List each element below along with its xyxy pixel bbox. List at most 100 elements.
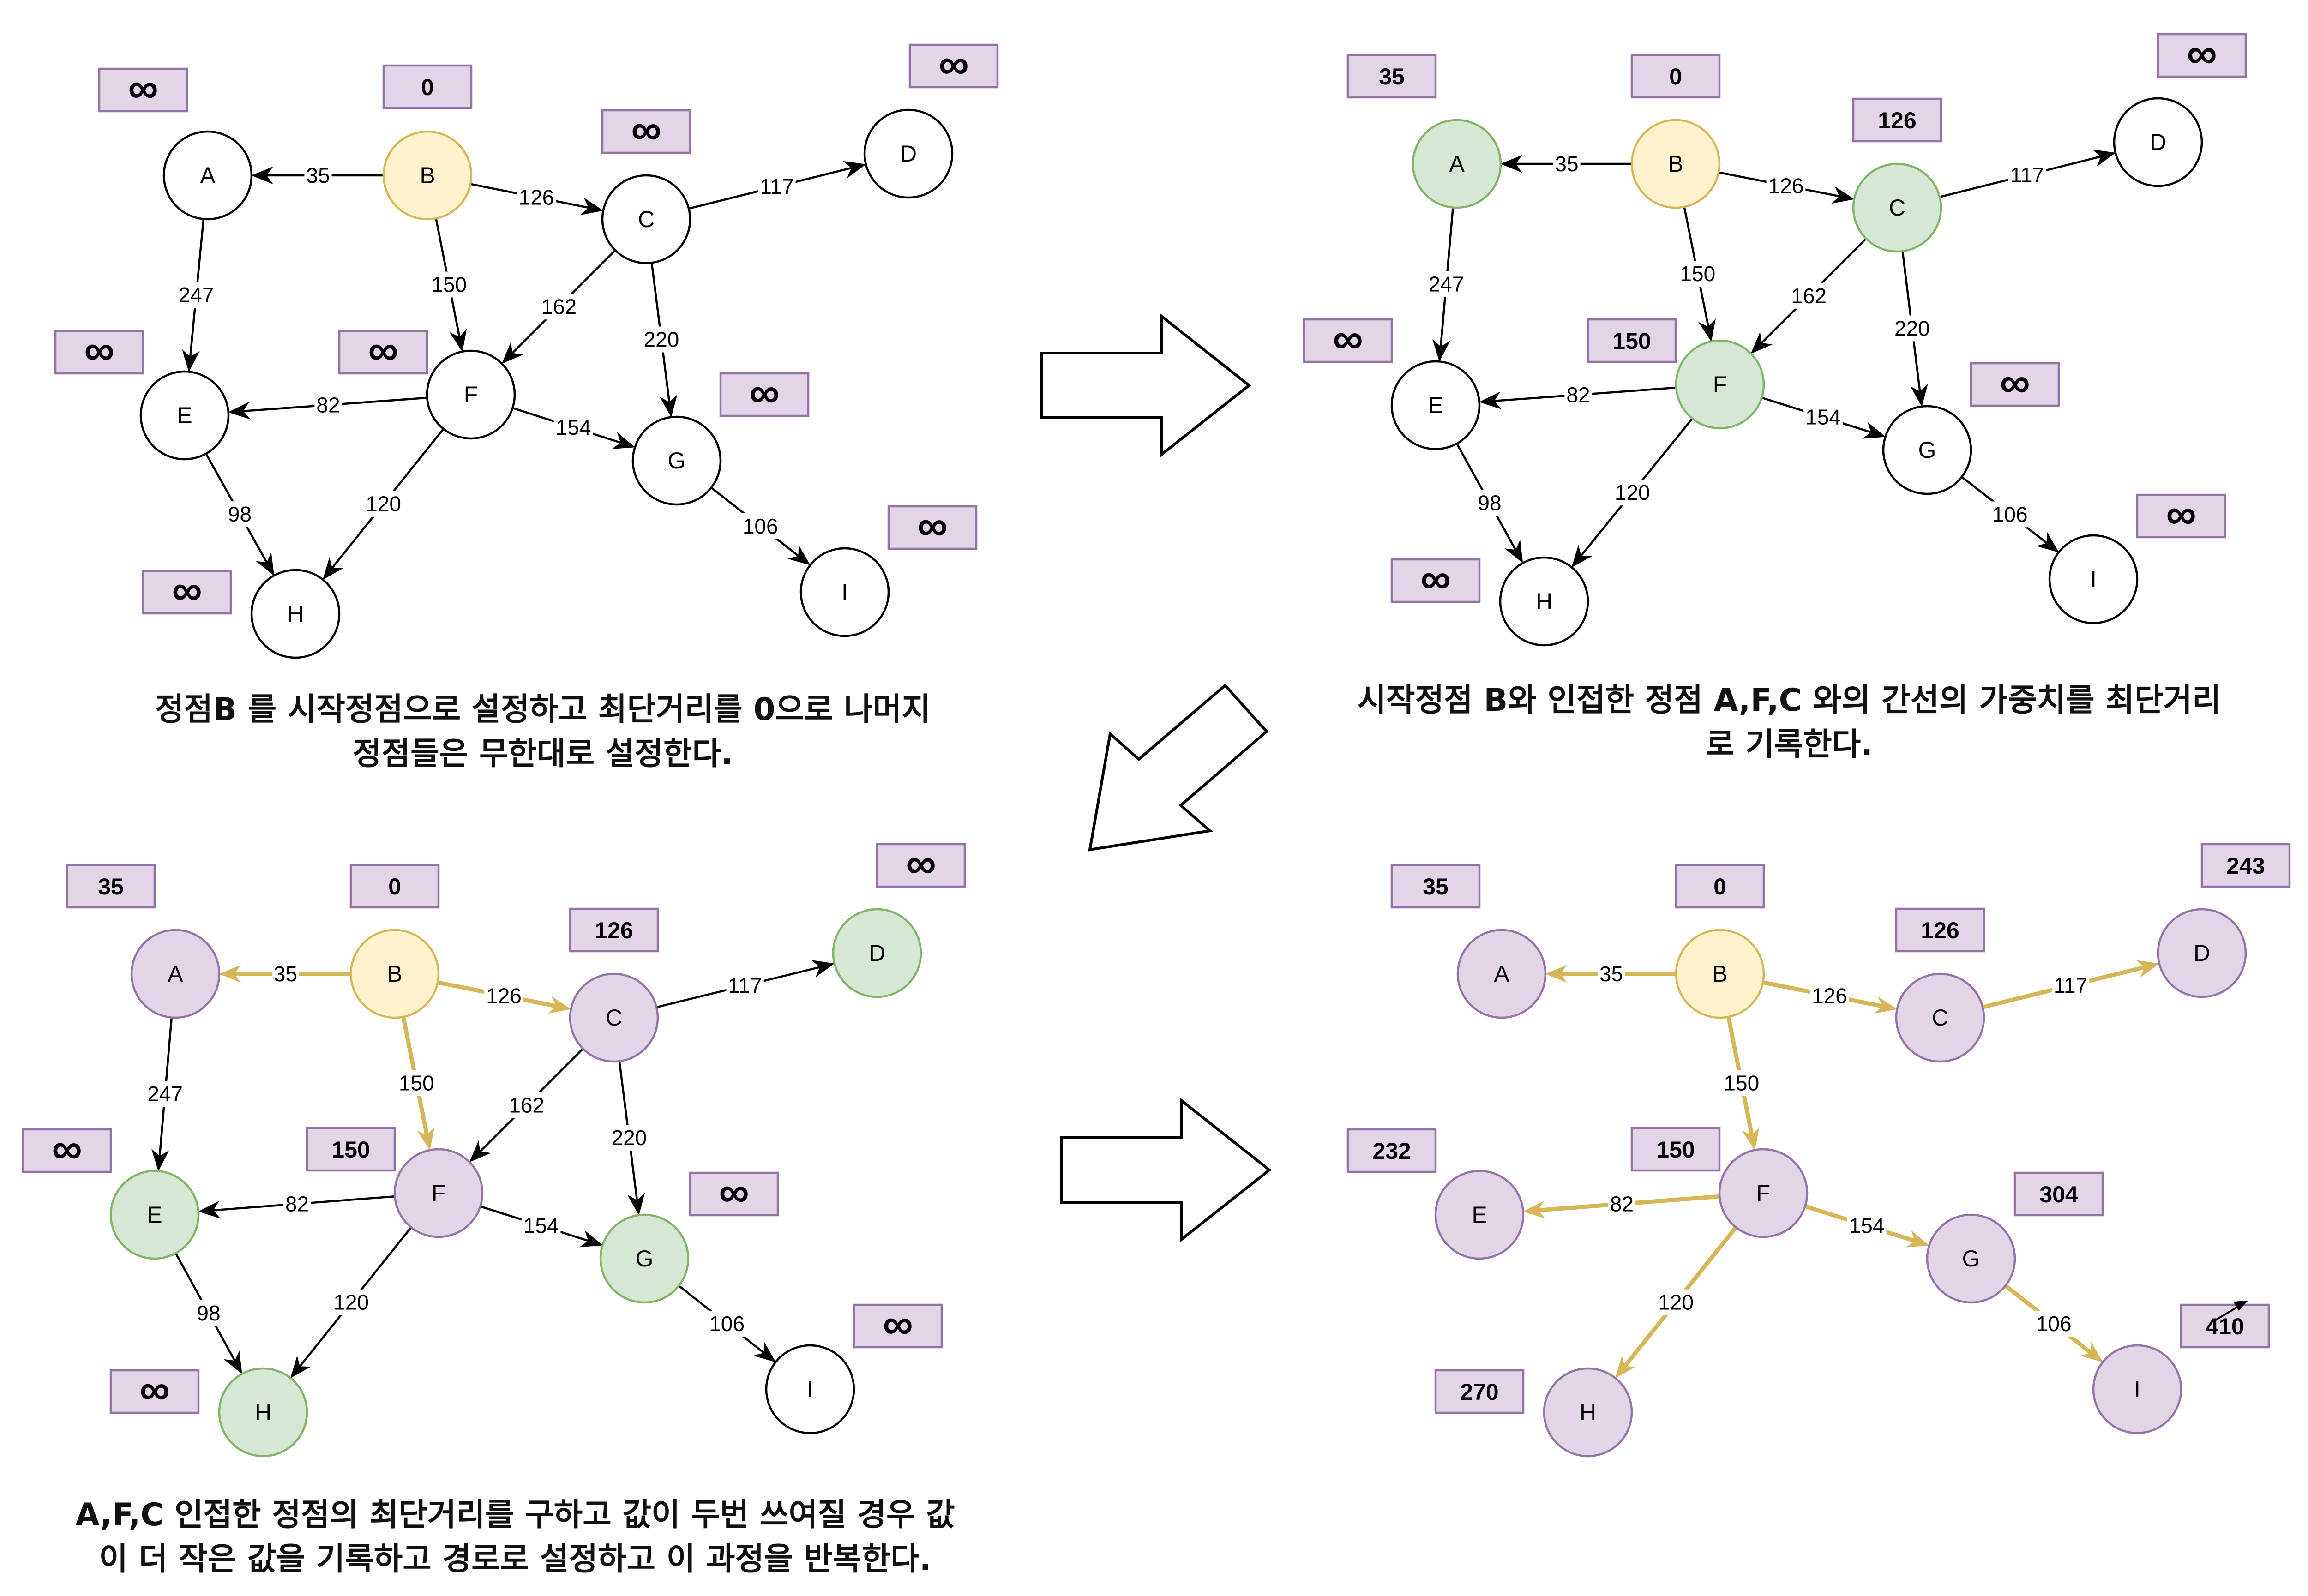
- node-I: I: [2048, 534, 2139, 624]
- edge-B-A: 35: [1500, 151, 1632, 177]
- edge-weight-bg: [521, 1212, 561, 1239]
- edge-weight-bg: [226, 501, 254, 528]
- infinity-value: ∞: [2166, 491, 2196, 538]
- node-D: D: [863, 108, 954, 199]
- edge-A-E: 247: [145, 1017, 185, 1172]
- distance-box-I: ∞: [853, 1301, 943, 1349]
- edge-F-G: 154: [1804, 1204, 1930, 1248]
- caption-panel-2: 시작정점 B와 인접한 정점 A,F,C 와의 간선의 가중치를 최단거리 로 …: [1291, 678, 2288, 767]
- distance-box-D: ∞: [876, 840, 966, 888]
- edge-weight-bg: [1656, 1289, 1695, 1315]
- distance-box-bg: [2136, 493, 2226, 539]
- node-circle: [799, 547, 890, 637]
- node-label: B: [420, 162, 435, 188]
- infinity-value: ∞: [368, 327, 398, 374]
- distance-box-bg: [1346, 54, 1437, 99]
- edge-weight-bg: [484, 983, 523, 1009]
- edge-weight-bg: [271, 961, 300, 987]
- node-label: D: [2150, 129, 2166, 155]
- distance-box-I: 410: [2180, 1303, 2270, 1349]
- arrowhead: [2092, 149, 2116, 167]
- edge-weight-label: 120: [1658, 1290, 1694, 1314]
- edge-weight-label: 150: [1680, 262, 1715, 286]
- edge-weight-bg: [642, 326, 681, 353]
- arrowhead: [753, 1342, 776, 1362]
- infinity-value: ∞: [938, 41, 969, 88]
- edge-weight-label: 154: [1849, 1214, 1885, 1238]
- distance-value: 150: [331, 1137, 370, 1163]
- edge-weight-bg: [1803, 404, 1843, 430]
- node-circle: [218, 1367, 308, 1458]
- infinity-value: ∞: [128, 65, 158, 112]
- edge-weight-label: 106: [1992, 502, 2028, 526]
- edge-weight-bg: [2034, 1310, 2074, 1337]
- edge-G-I: 106: [678, 1285, 776, 1362]
- arrowhead: [251, 166, 273, 185]
- edge-weight-label: 162: [541, 294, 577, 318]
- distance-box-bg: [569, 907, 659, 953]
- node-circle: [1895, 972, 1985, 1063]
- distance-value: 35: [1379, 64, 1405, 90]
- node-label: E: [147, 1202, 162, 1228]
- node-label: D: [869, 940, 885, 966]
- node-H: H: [1543, 1367, 1633, 1458]
- node-label: H: [287, 601, 304, 627]
- distance-value: 35: [98, 874, 124, 900]
- arrowhead: [1831, 186, 1855, 204]
- edge-weight-bg: [1553, 151, 1581, 177]
- caption-line: 로 기록한다.: [1705, 726, 1873, 763]
- caption-line: A,F,C 인접한 정점의 최단거리를 구하고 값이 두번 쓰여질 경우 값: [75, 1497, 955, 1533]
- edge-B-C: 126: [437, 980, 571, 1014]
- distance-value: 150: [1612, 328, 1651, 354]
- node-label: F: [432, 1180, 446, 1206]
- arrowhead: [1874, 996, 1898, 1014]
- edge-weight-bg: [1789, 282, 1829, 309]
- edge-weight-label: 35: [274, 962, 297, 986]
- edge-weight-bg: [758, 174, 796, 200]
- edge-F-H: 120: [290, 1226, 412, 1379]
- node-circle: [601, 174, 691, 264]
- edge-weight-bg: [2008, 162, 2046, 188]
- arrowhead: [1500, 155, 1522, 173]
- edge-C-D: 117: [688, 161, 866, 210]
- distance-box-bg: [382, 64, 473, 109]
- node-D: D: [2113, 97, 2203, 187]
- infinity-value: ∞: [139, 1366, 170, 1413]
- node-A: A: [162, 130, 253, 221]
- arrowhead: [1905, 1230, 1930, 1248]
- flow-arrow-right-top: [1040, 313, 1251, 458]
- node-label: F: [464, 382, 478, 408]
- distance-box-bg: [1630, 54, 1721, 99]
- node-circle: [1718, 1148, 1809, 1238]
- infinity-value: ∞: [906, 840, 936, 887]
- edge-weight-bg: [429, 271, 469, 298]
- arrowhead: [811, 960, 835, 978]
- edge-weight-bg: [1608, 1191, 1636, 1217]
- edge-C-G: 220: [642, 262, 681, 418]
- stray-arrow-head: [2233, 1301, 2248, 1311]
- distance-box-bg: [22, 1128, 112, 1173]
- distance-box-bg: [1434, 1369, 1525, 1414]
- edge-C-D: 117: [1939, 149, 2116, 198]
- distance-value: 232: [1372, 1138, 1411, 1164]
- infinity-value: ∞: [917, 502, 948, 549]
- distance-box-bg: [719, 372, 810, 417]
- edge-B-C: 126: [1718, 171, 1855, 204]
- distance-box-bg: [349, 864, 440, 909]
- edge-weight-label: 150: [399, 1071, 434, 1095]
- distance-box-bg: [98, 67, 188, 113]
- edge-weight-label: 117: [760, 174, 793, 198]
- distance-box-D: 243: [2200, 843, 2291, 888]
- distance-box-bg: [2157, 33, 2247, 78]
- node-label: G: [1918, 437, 1936, 463]
- edge-G-I: 106: [1961, 476, 2059, 553]
- edge-weight-bg: [726, 972, 764, 999]
- edge-C-G: 220: [1893, 251, 1932, 407]
- node-label: A: [200, 162, 216, 188]
- node-circle: [250, 569, 341, 659]
- edge-B-F: 150: [1678, 206, 1718, 342]
- edge-weight-label: 154: [523, 1214, 559, 1238]
- edge-B-C: 126: [1762, 980, 1898, 1014]
- node-label: G: [1962, 1246, 1980, 1272]
- arrowhead: [580, 198, 604, 215]
